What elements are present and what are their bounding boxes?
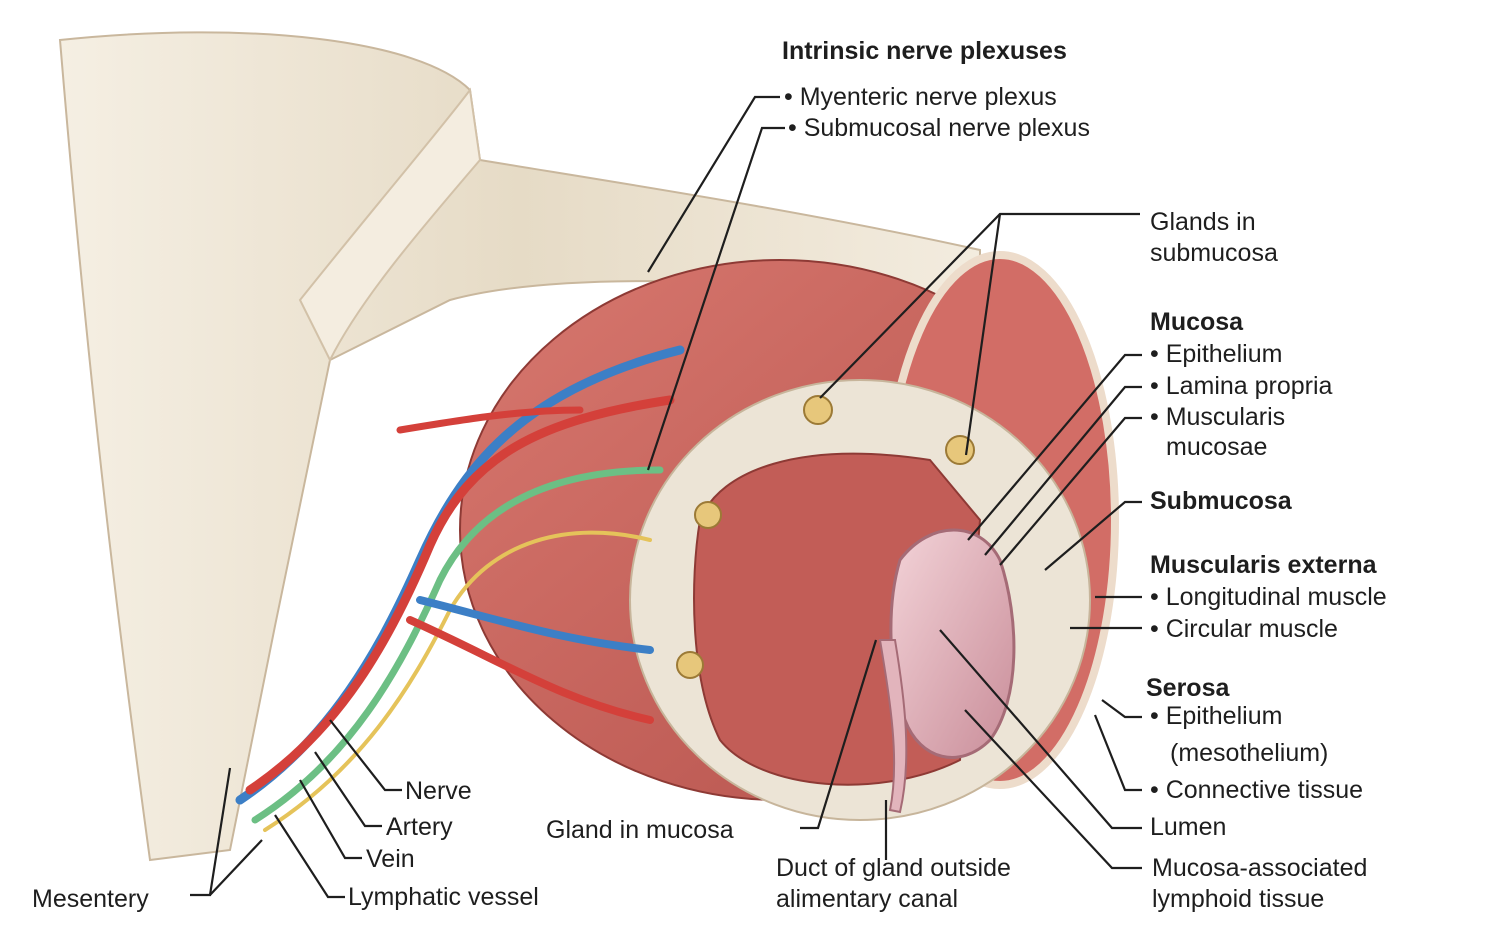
- leader-lines: [190, 95, 1142, 899]
- label-connective-tissue: • Connective tissue: [1150, 776, 1364, 804]
- duct-shape: [878, 639, 908, 814]
- lymph-path: [251, 466, 664, 824]
- label-malt-2: lymphoid tissue: [1152, 885, 1325, 913]
- label-muscularis-mucosae-2: mucosae: [1166, 433, 1268, 461]
- label-duct-of-gland-1: Duct of gland outside: [776, 854, 1011, 882]
- label-lymphatic-vessel: Lymphatic vessel: [348, 883, 539, 911]
- label-mucosa: Mucosa: [1150, 308, 1244, 336]
- label-muscularis-externa: Muscularis externa: [1150, 551, 1377, 579]
- label-mesentery: Mesentery: [32, 885, 149, 913]
- glands: [676, 395, 975, 679]
- label-serosa-epithelium-2: (mesothelium): [1170, 739, 1329, 767]
- label-nerve: Nerve: [405, 777, 472, 805]
- label-gland-in-mucosa: Gland in mucosa: [546, 816, 734, 844]
- label-longitudinal-muscle: • Longitudinal muscle: [1150, 583, 1387, 611]
- label-lumen: Lumen: [1150, 813, 1227, 841]
- label-serosa-epithelium-1: • Epithelium: [1150, 702, 1283, 730]
- label-lamina-propria: • Lamina propria: [1150, 372, 1333, 400]
- label-duct-of-gland-2: alimentary canal: [776, 885, 959, 913]
- label-serosa: Serosa: [1146, 674, 1230, 702]
- label-glands-in-submucosa-2: submucosa: [1150, 239, 1278, 267]
- label-myenteric-nerve-plexus: • Myenteric nerve plexus: [784, 83, 1057, 111]
- label-malt-1: Mucosa-associated: [1152, 854, 1368, 882]
- label-glands-in-submucosa-1: Glands in: [1150, 208, 1256, 236]
- label-epithelium: • Epithelium: [1150, 340, 1283, 368]
- label-submucosa: Submucosa: [1150, 487, 1292, 515]
- label-vein: Vein: [366, 845, 415, 873]
- label-submucosal-nerve-plexus: • Submucosal nerve plexus: [788, 114, 1090, 142]
- artery-path: [245, 395, 675, 795]
- label-muscularis-mucosae-1: • Muscularis: [1150, 403, 1286, 431]
- mesentery-fold: [298, 87, 482, 363]
- vessels: [235, 345, 685, 832]
- label-circular-muscle: • Circular muscle: [1150, 615, 1338, 643]
- label-artery: Artery: [386, 813, 453, 841]
- label-intrinsic-nerve-plexuses: Intrinsic nerve plexuses: [782, 37, 1067, 65]
